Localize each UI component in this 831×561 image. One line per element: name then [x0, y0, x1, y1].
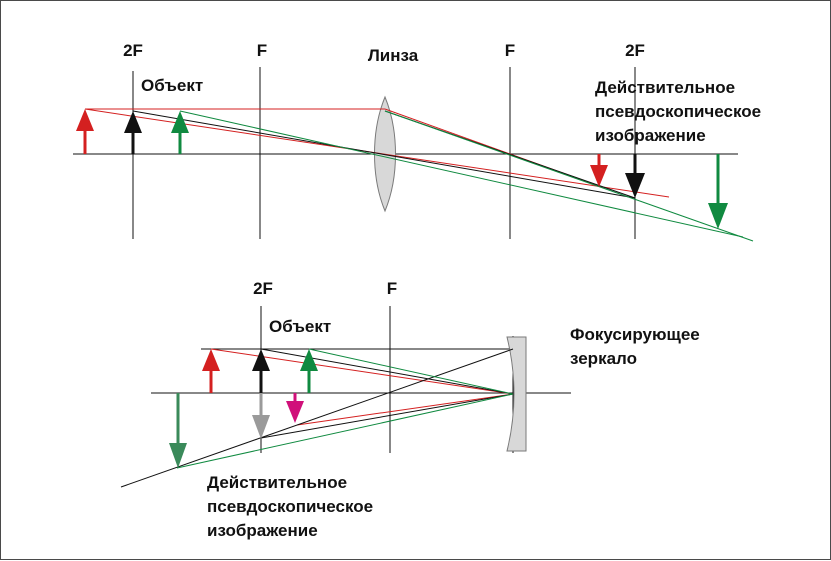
mirror-object-arrow-green: [300, 349, 318, 393]
mirror-image-arrow-magenta: [286, 393, 304, 423]
mirror-ray-black-1: [260, 348, 514, 395]
lens-ray-green-center: [179, 110, 744, 238]
mirror-label-line2: зеркало: [570, 349, 637, 368]
lens-diagram: 2F F Линза F 2F Объект Действительное пс…: [73, 41, 761, 242]
mirror-ray-black-2: [260, 393, 514, 439]
mirror-label-object: Объект: [269, 317, 331, 336]
lens-object-arrow-black: [124, 111, 142, 154]
mirror-ray-red-2: [296, 393, 514, 426]
lens-image-arrow-green: [708, 154, 728, 229]
lens-image-label-line3: изображение: [595, 126, 706, 145]
mirror-object-arrow-black: [252, 349, 270, 393]
lens-label-2f-left: 2F: [123, 41, 143, 60]
lens-ray-green-refracted: [384, 110, 754, 242]
lens-object-arrow-red: [76, 109, 94, 154]
mirror-ray-red-1: [210, 348, 514, 395]
mirror-ray-green-1: [308, 348, 514, 395]
lens-label-f-left: F: [257, 41, 267, 60]
mirror-label-2f: 2F: [253, 279, 273, 298]
lens-label-2f-right: 2F: [625, 41, 645, 60]
lens-object-arrow-green: [171, 111, 189, 154]
lens-image-arrow-red: [590, 154, 608, 187]
mirror-diagram: 2F F Объект Фокусирующее зеркало Действи…: [120, 279, 700, 540]
mirror-image-arrow-gray: [252, 393, 270, 439]
lens-image-label-line2: псевдоскопическое: [595, 102, 761, 121]
lens-label-f-right: F: [505, 41, 515, 60]
mirror-shape: [506, 336, 527, 452]
lens-image-arrow-black: [625, 154, 645, 198]
mirror-ray-black-3: [120, 348, 514, 488]
mirror-label-f: F: [387, 279, 397, 298]
lens-ray-black-center: [132, 110, 636, 199]
lens-image-label-line1: Действительное: [595, 78, 735, 97]
mirror-image-label-line1: Действительное: [207, 473, 347, 492]
mirror-image-label-line2: псевдоскопическое: [207, 497, 373, 516]
lens-label-lens: Линза: [368, 46, 419, 65]
mirror-image-label-line3: изображение: [207, 521, 318, 540]
mirror-object-arrow-red: [202, 349, 220, 393]
mirror-ray-green-2: [176, 393, 514, 469]
lens-label-object: Объект: [141, 76, 203, 95]
mirror-image-arrow-dark-green: [169, 393, 187, 468]
mirror-label-line1: Фокусирующее: [570, 325, 700, 344]
